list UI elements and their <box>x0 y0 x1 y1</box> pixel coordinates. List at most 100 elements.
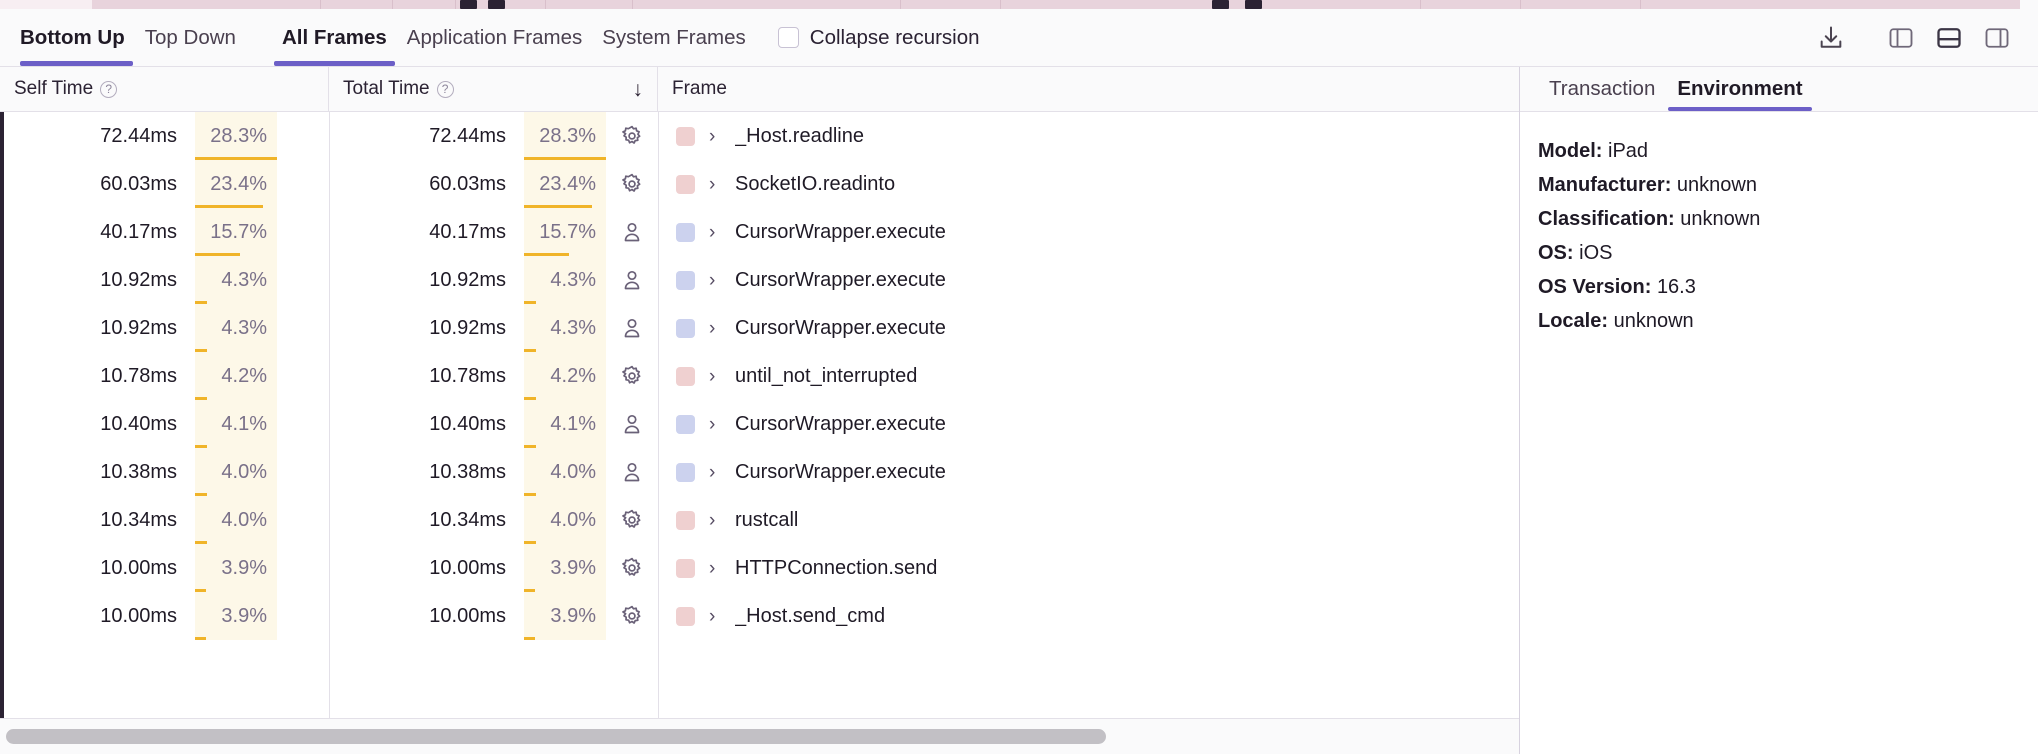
frame-name: _Host.readline <box>735 124 864 147</box>
cell-frame: › _Host.readline <box>658 112 1519 160</box>
tab-transaction[interactable]: Transaction <box>1538 67 1666 111</box>
tab-system-frames[interactable]: System Frames <box>592 9 756 66</box>
chevron-right-icon[interactable]: › <box>709 221 716 243</box>
column-divider-1 <box>329 112 330 718</box>
total-time-percent-bar <box>524 301 536 304</box>
self-time-percent-value: 3.9% <box>221 556 267 579</box>
horizontal-scrollbar[interactable] <box>0 718 1519 754</box>
tab-application-frames[interactable]: Application Frames <box>397 9 592 66</box>
chevron-right-icon[interactable]: › <box>709 557 716 579</box>
self-time-value: 40.17ms <box>100 220 177 243</box>
total-time-percent-cell: 15.7% <box>524 208 606 256</box>
self-time-percent-value: 15.7% <box>210 220 267 243</box>
collapse-recursion-label: Collapse recursion <box>809 25 980 49</box>
details-tab-group: Transaction Environment <box>1520 67 2038 112</box>
detail-row: OS: iOS <box>1538 236 2038 270</box>
self-time-percent-value: 4.1% <box>221 412 267 435</box>
chevron-right-icon[interactable]: › <box>709 125 716 147</box>
person-icon <box>606 208 658 256</box>
detail-value: unknown <box>1680 208 1761 230</box>
total-time-value: 10.92ms <box>429 316 506 339</box>
left-panel-layout-button[interactable] <box>1880 17 1922 59</box>
detail-value: iPad <box>1608 140 1649 162</box>
help-icon[interactable]: ? <box>100 80 118 98</box>
column-header-frame-label: Frame <box>672 78 727 99</box>
column-header-self-time-label: Self Time <box>14 78 94 99</box>
self-time-icon-slot <box>277 448 329 496</box>
self-time-percent-cell: 4.2% <box>195 352 277 400</box>
chevron-right-icon[interactable]: › <box>709 605 716 627</box>
cell-self-time: 40.17ms 15.7% <box>0 208 329 256</box>
frame-name: CursorWrapper.execute <box>735 460 946 483</box>
help-icon[interactable]: ? <box>436 80 454 98</box>
tab-bottom-up[interactable]: Bottom Up <box>18 9 135 66</box>
self-time-value: 10.00ms <box>100 604 177 627</box>
tab-transaction-label: Transaction <box>1549 77 1656 100</box>
sort-descending-icon[interactable]: ↓ <box>632 77 644 101</box>
self-time-icon-slot <box>277 400 329 448</box>
chevron-right-icon[interactable]: › <box>709 509 716 531</box>
chevron-right-icon[interactable]: › <box>709 461 716 483</box>
frame-name: until_not_interrupted <box>735 364 918 387</box>
total-time-value: 10.92ms <box>429 268 506 291</box>
total-time-percent-value: 4.2% <box>550 364 596 387</box>
self-time-percent-cell: 4.3% <box>195 256 277 304</box>
column-divider-2 <box>658 112 659 718</box>
tab-environment[interactable]: Environment <box>1666 67 1813 111</box>
total-time-percent-cell: 4.0% <box>524 496 606 544</box>
chevron-right-icon[interactable]: › <box>709 173 716 195</box>
scrollbar-thumb[interactable] <box>6 729 1107 744</box>
chevron-right-icon[interactable]: › <box>709 269 716 291</box>
frame-name: CursorWrapper.execute <box>735 220 946 243</box>
toolbar-actions <box>1810 17 2038 59</box>
total-time-percent-cell: 4.2% <box>524 352 606 400</box>
frames-table: Self Time ? Total Time ? ↓ Frame <box>0 67 1520 754</box>
total-time-percent-cell: 4.0% <box>524 448 606 496</box>
table-header-row: Self Time ? Total Time ? ↓ Frame <box>0 67 1519 112</box>
self-time-percent-cell: 4.1% <box>195 400 277 448</box>
column-header-self-time[interactable]: Self Time ? <box>0 67 329 111</box>
detail-key: Locale: <box>1538 310 1609 332</box>
self-time-value: 10.92ms <box>100 316 177 339</box>
frame-color-swatch <box>676 414 695 434</box>
self-time-percent-cell: 4.3% <box>195 304 277 352</box>
self-time-percent-bar <box>195 253 240 256</box>
chevron-right-icon[interactable]: › <box>709 317 716 339</box>
total-time-percent-cell: 3.9% <box>524 544 606 592</box>
download-button[interactable] <box>1810 17 1852 59</box>
chevron-right-icon[interactable]: › <box>709 413 716 435</box>
column-header-frame[interactable]: Frame <box>658 67 1519 111</box>
right-panel-layout-button[interactable] <box>1976 17 2018 59</box>
collapse-recursion-checkbox[interactable] <box>777 27 799 48</box>
total-time-percent-value: 4.3% <box>550 316 596 339</box>
column-header-total-time[interactable]: Total Time ? ↓ <box>329 67 658 111</box>
tab-all-frames[interactable]: All Frames <box>272 9 397 66</box>
chevron-right-icon[interactable]: › <box>709 365 716 387</box>
tab-top-down[interactable]: Top Down <box>135 9 246 66</box>
cell-frame: ›rustcall <box>658 496 1519 544</box>
self-time-percent-cell: 4.0% <box>195 496 277 544</box>
bottom-panel-layout-button[interactable] <box>1928 17 1970 59</box>
collapse-recursion-toggle[interactable]: Collapse recursion <box>777 25 980 50</box>
